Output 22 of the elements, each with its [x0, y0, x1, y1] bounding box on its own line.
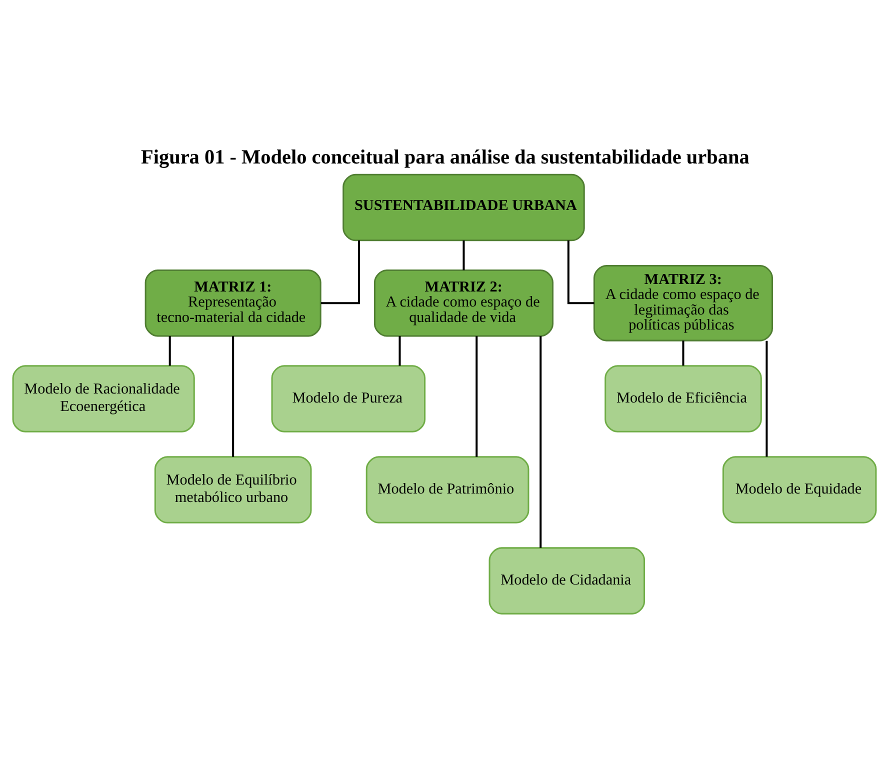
node-box: Modelo de Pureza	[270, 365, 426, 432]
node-box: Modelo de Eficiência	[604, 365, 762, 432]
node-box: SUSTENTABILIDADE URBANA	[342, 174, 584, 242]
node-box: Modelo de Racionalidade Ecoenergética	[12, 365, 194, 432]
node-box: Modelo de Cidadania	[488, 547, 645, 614]
connector	[765, 340, 768, 457]
connector	[539, 336, 542, 548]
node-box: MATRIZ 3: A cidade como espaço de legitimação das políticas públicas	[592, 264, 773, 342]
node-box: MATRIZ 2: A cidade como espaço de qualidade de vida	[373, 270, 553, 337]
node-box: Modelo de Equidade	[722, 456, 876, 524]
connector	[462, 240, 464, 270]
connector	[682, 340, 684, 366]
node-box: Modelo de Patrimônio	[365, 456, 529, 524]
diagram-title: Figura 01 - Modelo conceitual para análise da sustentabilidade urbana	[140, 146, 749, 169]
node-box: MATRIZ 1: Representação tecno-material da cidade	[144, 270, 321, 337]
connector	[566, 240, 594, 304]
node-box: Modelo de Equilíbrio metabólico urbano	[154, 456, 312, 524]
connector	[398, 336, 400, 366]
connector	[320, 240, 360, 304]
connector	[232, 336, 234, 457]
connector	[475, 336, 478, 457]
connector	[168, 336, 170, 366]
